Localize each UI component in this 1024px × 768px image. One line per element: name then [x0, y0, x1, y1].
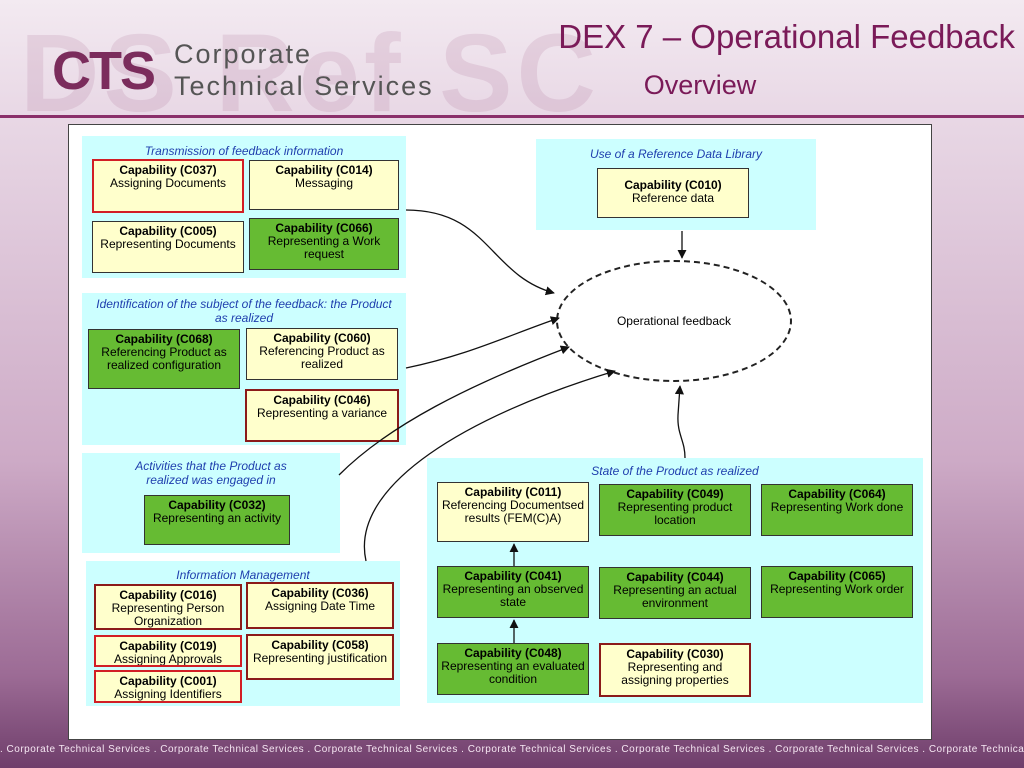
- capability-id: Capability (C037): [119, 163, 217, 177]
- watermark-text: DS Ref SC: [20, 12, 600, 135]
- capability-id: Capability (C060): [273, 331, 371, 345]
- capability-c064[interactable]: Capability (C064)Representing Work done: [761, 484, 913, 536]
- capability-c030[interactable]: Capability (C030)Representing and assign…: [599, 643, 751, 697]
- capability-desc: Representing a variance: [256, 406, 388, 420]
- capability-id: Capability (C005): [119, 224, 217, 238]
- capability-c036[interactable]: Capability (C036)Assigning Date Time: [246, 582, 394, 629]
- capability-desc: Representing an activity: [152, 511, 282, 525]
- capability-id: Capability (C011): [464, 485, 562, 499]
- capability-desc: Representing Work done: [770, 500, 904, 514]
- capability-id: Capability (C058): [271, 638, 369, 652]
- slide-title: DEX 7 – Operational Feedback: [558, 18, 1015, 55]
- capability-desc: Representing a Work request: [267, 234, 381, 261]
- capability-id: Capability (C068): [115, 332, 213, 346]
- capability-c068[interactable]: Capability (C068)Referencing Product as …: [88, 329, 240, 389]
- capability-desc: Representing an evaluated condition: [441, 659, 585, 686]
- connector-arrows: [338, 209, 687, 643]
- capability-id: Capability (C044): [626, 570, 724, 584]
- capability-desc: Representing an observed state: [442, 582, 584, 609]
- arrow-c060: [405, 316, 560, 369]
- arrow-state: [674, 385, 686, 459]
- capability-id: Capability (C036): [271, 586, 369, 600]
- capability-c019[interactable]: Capability (C019)Assigning Approvals: [94, 635, 242, 667]
- capability-id: Capability (C064): [788, 487, 886, 501]
- capability-c041[interactable]: Capability (C041)Representing an observe…: [437, 566, 589, 618]
- capability-c005[interactable]: Capability (C005)Representing Documents: [92, 221, 244, 273]
- capability-id: Capability (C065): [788, 569, 886, 583]
- capability-id: Capability (C032): [168, 498, 266, 512]
- capability-c016[interactable]: Capability (C016)Representing Person Org…: [94, 584, 242, 630]
- operational-feedback-node[interactable]: Operational feedback: [556, 260, 792, 382]
- capability-desc: Representing product location: [617, 500, 733, 527]
- capability-c011[interactable]: Capability (C011)Referencing Documentsed…: [437, 482, 589, 542]
- capability-c032[interactable]: Capability (C032)Representing an activit…: [144, 495, 290, 545]
- capability-id: Capability (C001): [119, 674, 217, 688]
- group-title: Transmission of feedback information: [144, 144, 344, 158]
- capability-c058[interactable]: Capability (C058)Representing justificat…: [246, 634, 394, 680]
- capability-c060[interactable]: Capability (C060)Referencing Product as …: [246, 328, 398, 380]
- capability-id: Capability (C048): [464, 646, 562, 660]
- capability-desc: Referencing Product as realized: [259, 344, 385, 371]
- capability-id: Capability (C014): [275, 163, 373, 177]
- capability-desc: Representing Work order: [770, 582, 904, 596]
- diagram-panel: Transmission of feedback information Ide…: [68, 124, 932, 740]
- capability-id: Capability (C046): [273, 393, 371, 407]
- group-title: Information Management: [176, 568, 310, 582]
- capability-id: Capability (C049): [626, 487, 724, 501]
- arrow-activities: [338, 345, 570, 476]
- capability-c066[interactable]: Capability (C066)Representing a Work req…: [249, 218, 399, 270]
- group-title: Use of a Reference Data Library: [589, 147, 763, 161]
- capability-c014[interactable]: Capability (C014)Messaging: [249, 160, 399, 210]
- capability-desc: Assigning Date Time: [264, 599, 376, 613]
- footer-band: . Corporate Technical Services . Corpora…: [0, 744, 1024, 755]
- capability-id: Capability (C016): [119, 588, 217, 602]
- title-divider: [0, 115, 1024, 118]
- group-title: Activities that the Product as realized …: [135, 459, 287, 487]
- capability-c010[interactable]: Capability (C010)Reference data: [597, 168, 749, 218]
- logo-mark: CTS: [52, 41, 156, 101]
- capability-desc: Assigning Approvals: [113, 652, 223, 666]
- capability-desc: Messaging: [294, 176, 354, 190]
- capability-c044[interactable]: Capability (C044)Representing an actual …: [599, 567, 751, 619]
- capability-c048[interactable]: Capability (C048)Representing an evaluat…: [437, 643, 589, 695]
- capability-id: Capability (C066): [275, 221, 373, 235]
- capability-desc: Reference data: [631, 191, 715, 205]
- capability-desc: Representing justification: [252, 651, 388, 665]
- capability-desc: Referencing Documentsed results (FEM(C)A…: [441, 498, 585, 525]
- capability-desc: Referencing Product as realized configur…: [101, 345, 227, 372]
- capability-c037[interactable]: Capability (C037)Assigning Documents: [92, 159, 244, 213]
- logo-line-1: Corporate: [174, 39, 313, 69]
- capability-id: Capability (C030): [626, 647, 724, 661]
- capability-desc: Representing and assigning properties: [621, 660, 729, 687]
- capability-desc: Representing an actual environment: [613, 583, 737, 610]
- capability-id: Capability (C010): [624, 178, 722, 192]
- capability-desc: Assigning Identifiers: [114, 687, 222, 701]
- capability-desc: Assigning Documents: [109, 176, 227, 190]
- capability-desc: Representing Person Organization: [111, 601, 225, 628]
- group-title: State of the Product as realized: [591, 464, 759, 478]
- group-title: Identification of the subject of the fee…: [96, 297, 392, 325]
- capability-desc: Representing Documents: [100, 237, 236, 251]
- capability-c049[interactable]: Capability (C049)Representing product lo…: [599, 484, 751, 536]
- arrow-info-management: [363, 369, 616, 562]
- capability-id: Capability (C019): [119, 639, 217, 653]
- capability-id: Capability (C041): [464, 569, 562, 583]
- capability-c001[interactable]: Capability (C001)Assigning Identifiers: [94, 670, 242, 703]
- arrow-transmission: [405, 209, 555, 296]
- logo-line-2: Technical Services: [174, 71, 434, 101]
- capability-c046[interactable]: Capability (C046)Representing a variance: [245, 389, 399, 442]
- capability-c065[interactable]: Capability (C065)Representing Work order: [761, 566, 913, 618]
- logo-text: Corporate Technical Services: [174, 38, 434, 102]
- cts-logo: CTS Corporate Technical Services: [52, 38, 452, 108]
- slide-subtitle: Overview: [643, 70, 757, 100]
